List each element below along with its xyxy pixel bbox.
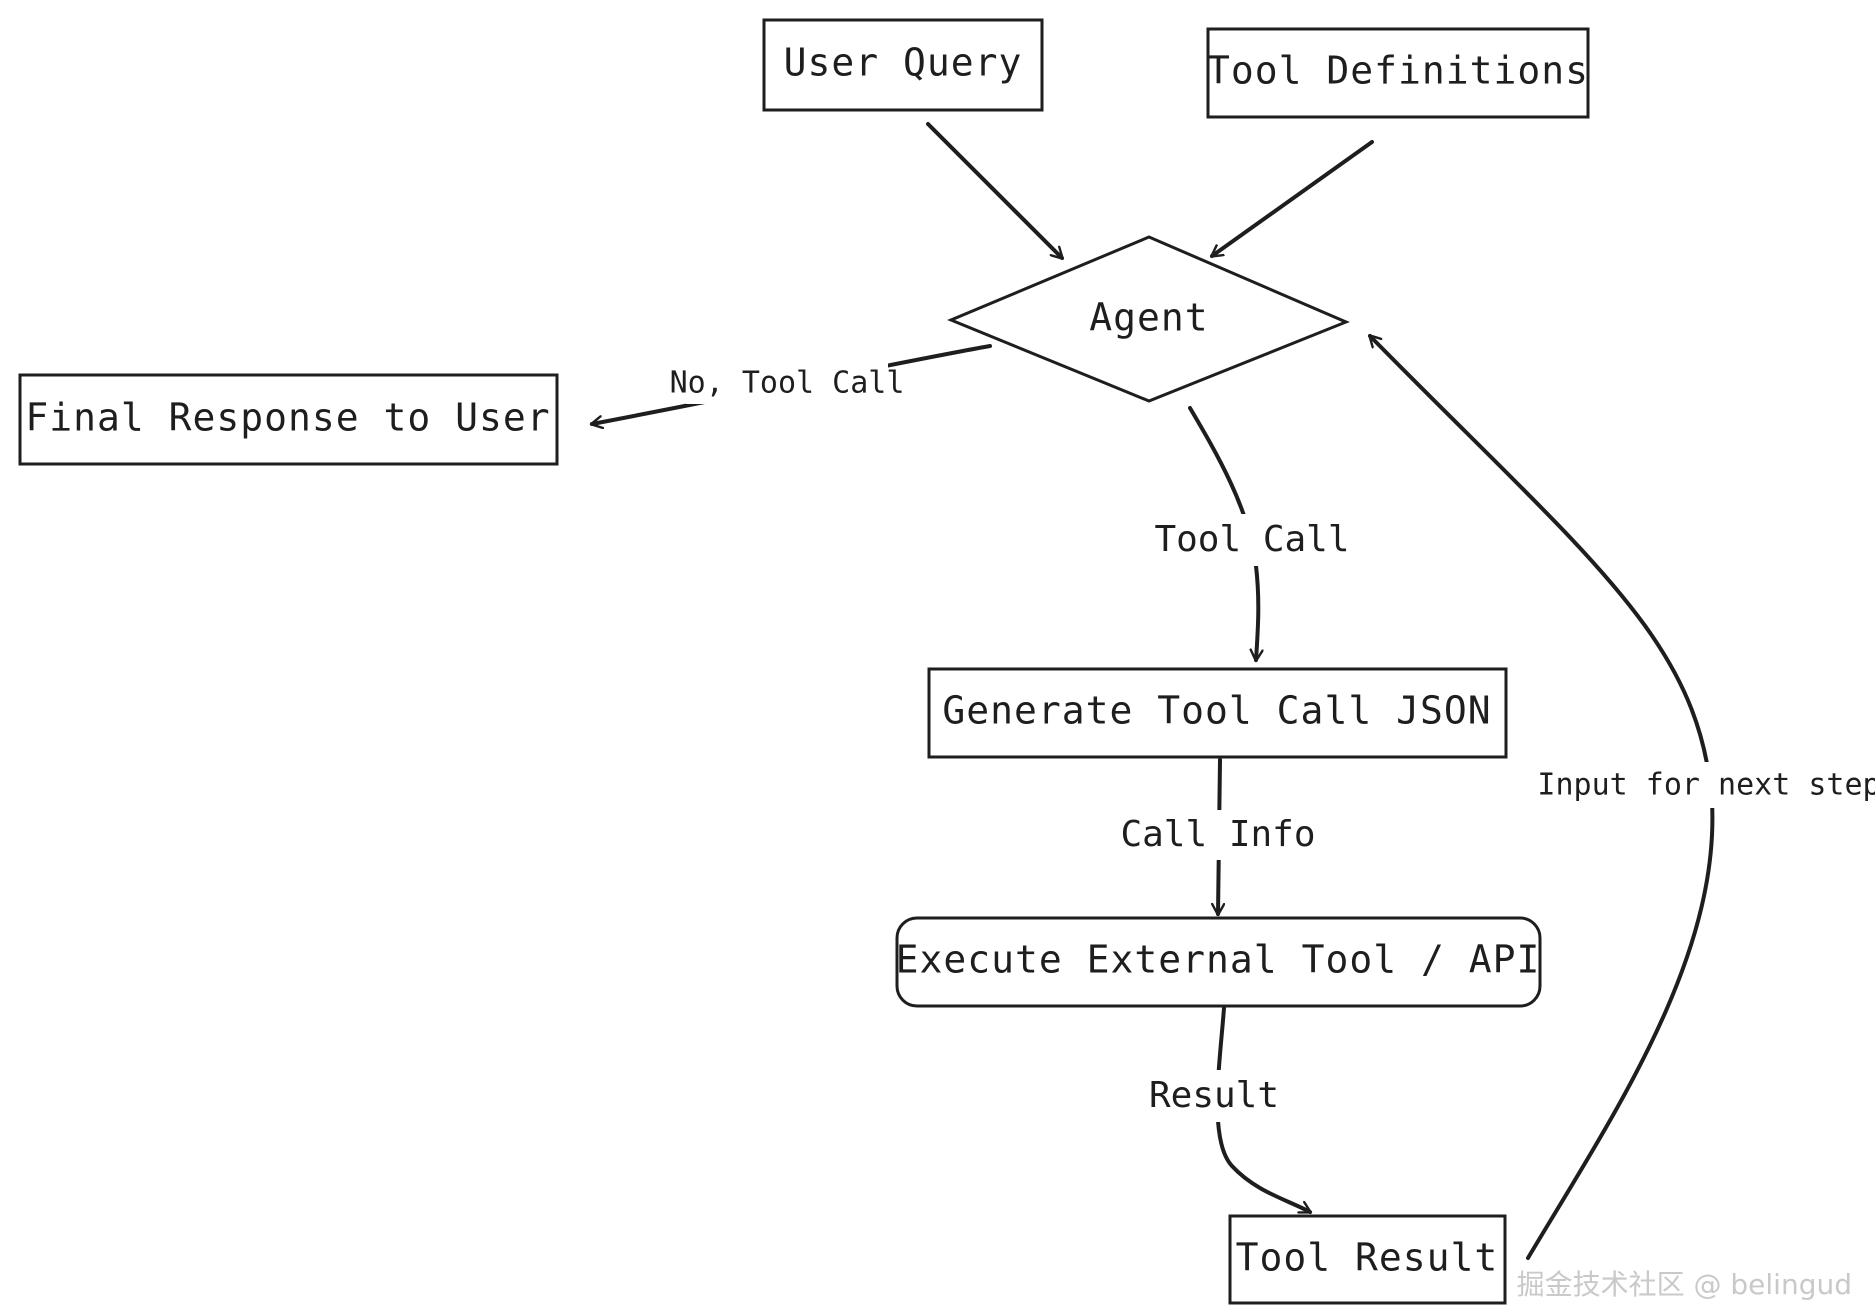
edge-label-input-next-step-bg: [1546, 762, 1872, 808]
tool-result-label: Tool Result: [1236, 1236, 1499, 1280]
node-tool-definitions: Tool Definitions: [1206, 27, 1590, 119]
edge-label-call-info: Call Info: [1120, 810, 1316, 860]
agent-diamond: [947, 235, 1350, 403]
edge-label-result-bg: [1146, 1070, 1282, 1122]
generate-tool-call-label: Generate Tool Call JSON: [942, 689, 1491, 733]
node-user-query: User Query: [762, 18, 1044, 112]
edge-label-call-info-bg: [1128, 810, 1308, 860]
node-generate-tool-call: Generate Tool Call JSON: [927, 667, 1508, 759]
edge-tool-definitions-to-agent: [1212, 140, 1374, 258]
edge-label-no-tool-call: No, Tool Call: [670, 362, 905, 404]
edge-user-query-to-agent: [926, 122, 1064, 260]
edge-label-input-next-step-text: Input for next step: [1537, 768, 1875, 803]
tool-definitions-label: Tool Definitions: [1207, 49, 1589, 93]
tool-result-box: [1228, 1214, 1507, 1305]
node-execute-tool: Execute External Tool / API: [895, 916, 1542, 1008]
edge-label-tool-call-text: Tool Call: [1154, 519, 1349, 560]
edge-label-tool-call-bg: [1160, 514, 1344, 566]
tool-definitions-box: [1206, 27, 1590, 119]
execute-tool-label: Execute External Tool / API: [896, 938, 1541, 982]
generate-tool-call-box: [927, 667, 1508, 759]
final-response-box: [18, 373, 559, 466]
node-tool-result: Tool Result: [1228, 1214, 1507, 1305]
edge-label-no-tool-call-bg: [686, 362, 888, 404]
user-query-box: [762, 18, 1044, 112]
edge-label-no-tool-call-text: No, Tool Call: [670, 366, 905, 401]
final-response-label: Final Response to User: [25, 396, 550, 440]
edge-label-result-text: Result: [1149, 1075, 1279, 1116]
execute-tool-box: [895, 916, 1542, 1008]
node-final-response: Final Response to User: [18, 373, 559, 466]
user-query-label: User Query: [784, 41, 1023, 85]
node-agent: Agent: [947, 235, 1350, 403]
agent-label: Agent: [1089, 296, 1208, 340]
edge-execute-to-tool-result: [1215, 1006, 1310, 1214]
edge-label-input-next-step: Input for next step: [1537, 762, 1875, 808]
watermark-text: 掘金技术社区 @ belingud: [1517, 1268, 1852, 1301]
edge-label-call-info-text: Call Info: [1120, 814, 1315, 855]
edge-label-result: Result: [1146, 1070, 1282, 1122]
edge-label-tool-call: Tool Call: [1154, 514, 1350, 566]
